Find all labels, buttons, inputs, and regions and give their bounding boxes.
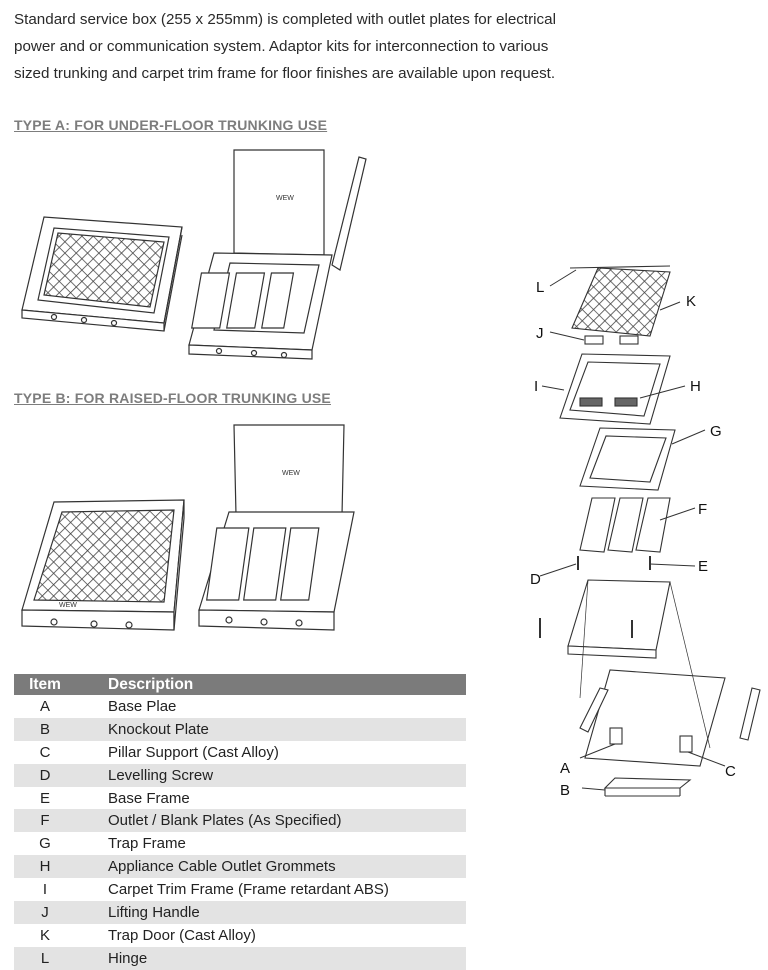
type-a-open-box: WEW [188,149,367,360]
exploded-view: L K J I H G F D E A C B [520,258,765,803]
type-b-svg: WEW WEW [21,424,355,631]
part-f-outlet-plates [579,497,616,553]
header-item: Item [14,674,76,695]
type-a-svg: WEW [21,149,367,360]
label-c: C [725,763,736,780]
table-row: K Trap Door (Cast Alloy) [14,924,466,947]
table-header-row: Item Description [14,674,466,695]
part-b-knockout-plate [603,777,692,789]
part-c-pillar-support [609,727,623,745]
table-row: I Carpet Trim Frame (Frame retardant ABS) [14,878,466,901]
row-description: Trap Frame [108,835,186,853]
row-item: G [39,835,51,853]
type-b-handle-logo: WEW [59,602,77,609]
row-item: E [39,789,50,807]
row-item: F [14,809,76,833]
table-row: A Base Plae [14,695,466,718]
intro-line-1: Standard service box (255 x 255mm) is co… [14,11,556,28]
row-item: C [39,743,51,761]
label-j: J [536,325,544,342]
label-b: B [560,782,570,799]
type-a-drawings: WEW [14,145,394,365]
row-item: L [14,946,76,970]
row-description: Pillar Support (Cast Alloy) [108,743,279,761]
row-description: Hinge [76,946,466,970]
label-a: A [560,760,570,777]
row-description: Base Plae [108,697,177,715]
intro-line-2: power and or communication system. Adapt… [14,38,549,55]
exploded-view-svg: L K J I H G F D E A C B [530,265,761,799]
type-b-drawings: WEW WEW [14,420,394,635]
row-description: Trap Door (Cast Alloy) [108,926,256,944]
table-row: E Base Frame [14,787,466,810]
label-g: G [710,423,722,440]
type-b-closed-box: WEW [21,499,185,631]
intro-paragraph: Standard service box (255 x 255mm) is co… [14,6,574,87]
row-description: Lifting Handle [76,901,466,924]
row-description: Appliance Cable Outlet Grommets [76,855,466,879]
row-item: D [14,763,76,787]
type-a-closed-box [21,216,183,332]
label-i: I [534,378,538,395]
row-description: Knockout Plate [76,717,466,741]
type-b-open-box: WEW [198,424,355,631]
type-b-heading: TYPE B: FOR RAISED-FLOOR TRUNKING USE [14,390,331,406]
row-description: Carpet Trim Frame (Frame retardant ABS) [108,881,389,899]
part-e-base-frame [567,579,671,651]
row-item: K [39,926,50,944]
label-e: E [698,558,708,575]
label-k: K [686,293,696,310]
type-b-lid-logo: WEW [282,470,300,477]
label-f: F [698,501,707,518]
table-row: G Trap Frame [14,832,466,855]
label-d: D [530,571,541,588]
label-h: H [690,378,701,395]
row-description: Levelling Screw [76,763,466,787]
row-item: B [14,717,76,741]
row-description: Outlet / Blank Plates (As Specified) [76,809,466,833]
row-item: J [14,901,76,924]
header-description: Description [76,674,466,695]
row-description: Base Frame [108,789,190,807]
part-k-trap-door [571,267,671,337]
type-a-heading: TYPE A: FOR UNDER-FLOOR TRUNKING USE [14,117,328,133]
row-item: A [39,697,50,715]
intro-line-3: sized trunking and carpet trim frame for… [14,65,556,82]
row-item: H [14,855,76,879]
type-a-lid-logo: WEW [276,195,294,202]
part-a-base-plate [584,669,726,767]
label-l: L [536,279,544,296]
part-j-handle [584,335,604,345]
row-item: I [42,881,48,899]
table-row: C Pillar Support (Cast Alloy) [14,741,466,764]
